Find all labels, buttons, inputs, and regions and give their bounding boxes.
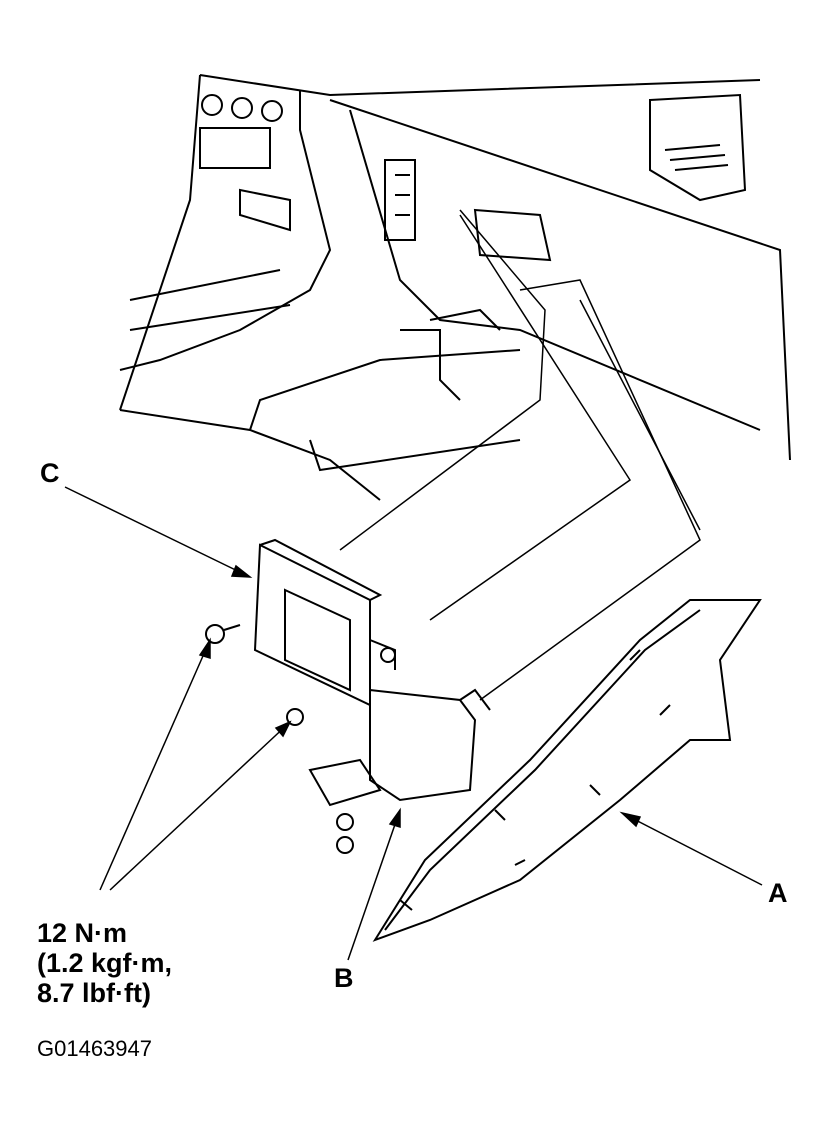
callout-c: C — [40, 458, 60, 488]
callout-b: B — [334, 963, 354, 993]
leader-lines — [339, 209, 701, 701]
knee-bolster-cover-a — [372, 599, 762, 942]
torque-nm: 12 N·m — [37, 918, 128, 948]
connectors — [384, 159, 552, 401]
srs-unit-c — [253, 538, 396, 707]
torque-lbfft: 8.7 lbf·ft) — [37, 978, 151, 1008]
bracket-b — [308, 688, 491, 807]
callout-arrows — [64, 486, 763, 961]
torque-kgfm: (1.2 kgf·m, — [37, 948, 173, 978]
dashboard-outline — [119, 74, 791, 501]
callout-a: A — [768, 878, 788, 908]
torque-spec: 12 N·m (1.2 kgf·m, 8.7 lbf·ft) — [37, 918, 172, 1008]
pedal — [649, 93, 747, 202]
fasteners — [205, 624, 396, 854]
figure-code: G01463947 — [37, 1036, 152, 1061]
